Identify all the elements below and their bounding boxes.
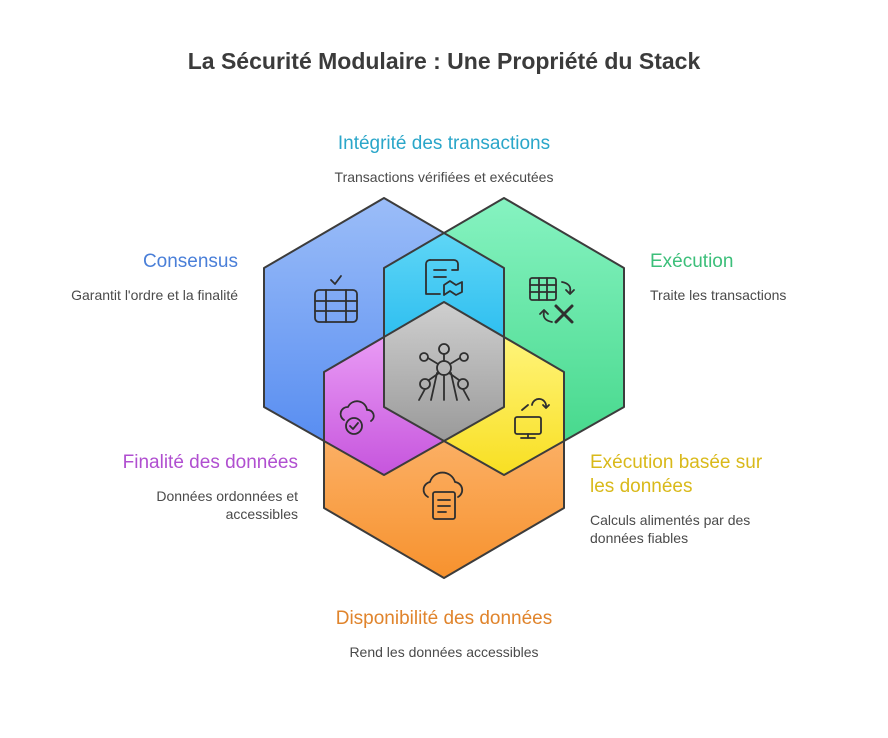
cloud-check-icon — [339, 400, 375, 435]
data-execution-label: Exécution basée sur les données — [590, 452, 763, 497]
document-handshake-icon — [425, 259, 463, 296]
database-check-icon — [314, 275, 358, 323]
integrity-label: Intégrité des transactions — [294, 132, 594, 156]
integrity-label-text: Intégrité des transactions — [337, 133, 551, 154]
data-execution-description: Calculs alimentés par des données fiable… — [590, 512, 751, 546]
execution-description: Traite les transactions — [650, 287, 787, 303]
spreadsheet-transform-icon — [529, 277, 575, 324]
page-title: La Sécurité Modulaire : Une Propriété du… — [187, 48, 701, 74]
monitor-sync-icon — [514, 398, 550, 439]
integrity-description: Transactions vérifiées et exécutées — [334, 169, 554, 185]
consensus-label: Consensus — [142, 251, 238, 272]
consensus-description: Garantit l'ordre et la finalité — [71, 287, 238, 303]
center-overlap — [384, 302, 504, 441]
data-finality-description: Données ordonnées et accessibles — [156, 488, 298, 522]
execution-label: Exécution — [650, 251, 734, 272]
atom-structure-icon — [418, 343, 470, 401]
availability-label: Disponibilité des données — [335, 608, 553, 629]
cloud-document-icon — [422, 471, 464, 520]
data-finality-label: Finalité des données — [122, 452, 298, 473]
availability-description: Rend les données accessibles — [349, 644, 539, 660]
